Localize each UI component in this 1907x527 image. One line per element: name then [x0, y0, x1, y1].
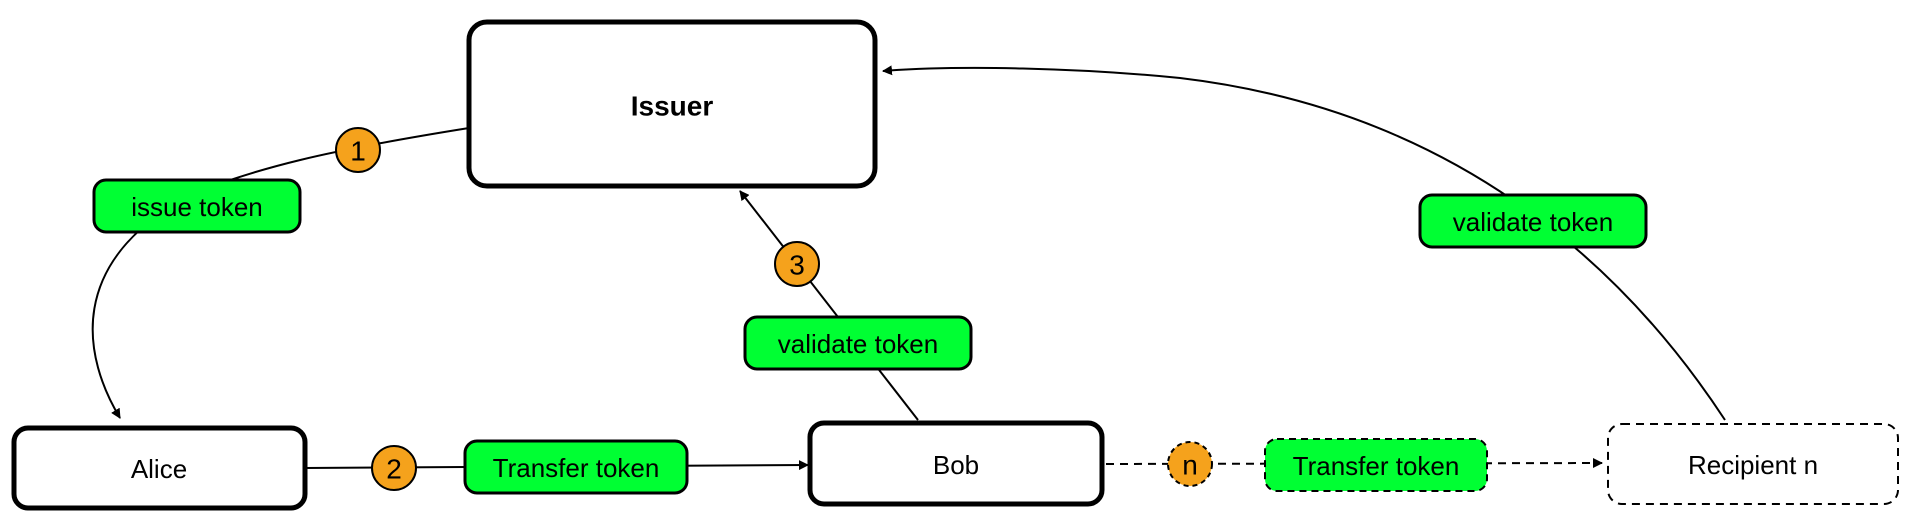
label-validate-token-recipient: validate token	[1418, 193, 1648, 249]
label-validate-token-recipient-text: validate token	[1453, 207, 1613, 237]
node-recipient-n-label: Recipient n	[1688, 450, 1818, 480]
node-issuer[interactable]: Issuer	[466, 19, 878, 189]
label-issue-token-text: issue token	[131, 192, 263, 222]
label-transfer-token-bob-recipient: Transfer token	[1264, 438, 1488, 492]
edge-bob-to-issuer	[739, 190, 919, 421]
step-badge-n: n	[1167, 441, 1213, 487]
label-transfer-token-alice-bob-text: Transfer token	[493, 453, 660, 483]
label-issue-token: issue token	[92, 178, 302, 234]
label-validate-token-bob: validate token	[743, 315, 973, 371]
node-bob-label: Bob	[933, 450, 979, 480]
step-badge-2: 2	[371, 445, 417, 491]
label-transfer-token-bob-recipient-text: Transfer token	[1293, 451, 1460, 481]
edge-issuer-to-alice	[91, 127, 470, 419]
edge-recipient-to-issuer	[882, 65, 1726, 421]
label-validate-token-bob-text: validate token	[778, 329, 938, 359]
step-badge-n-text: n	[1182, 450, 1198, 481]
label-transfer-token-alice-bob: Transfer token	[463, 439, 689, 495]
step-badge-2-text: 2	[386, 454, 402, 485]
node-alice-label: Alice	[131, 454, 187, 484]
node-issuer-label: Issuer	[631, 91, 714, 122]
node-bob[interactable]: Bob	[807, 420, 1105, 507]
step-badge-1: 1	[335, 127, 381, 173]
node-recipient-n[interactable]: Recipient n	[1607, 423, 1899, 505]
node-alice[interactable]: Alice	[11, 425, 308, 511]
step-badge-1-text: 1	[350, 136, 366, 167]
step-badge-3-text: 3	[789, 250, 805, 281]
edge-bob-to-recipient	[1105, 458, 1603, 469]
step-badge-3: 3	[774, 241, 820, 287]
